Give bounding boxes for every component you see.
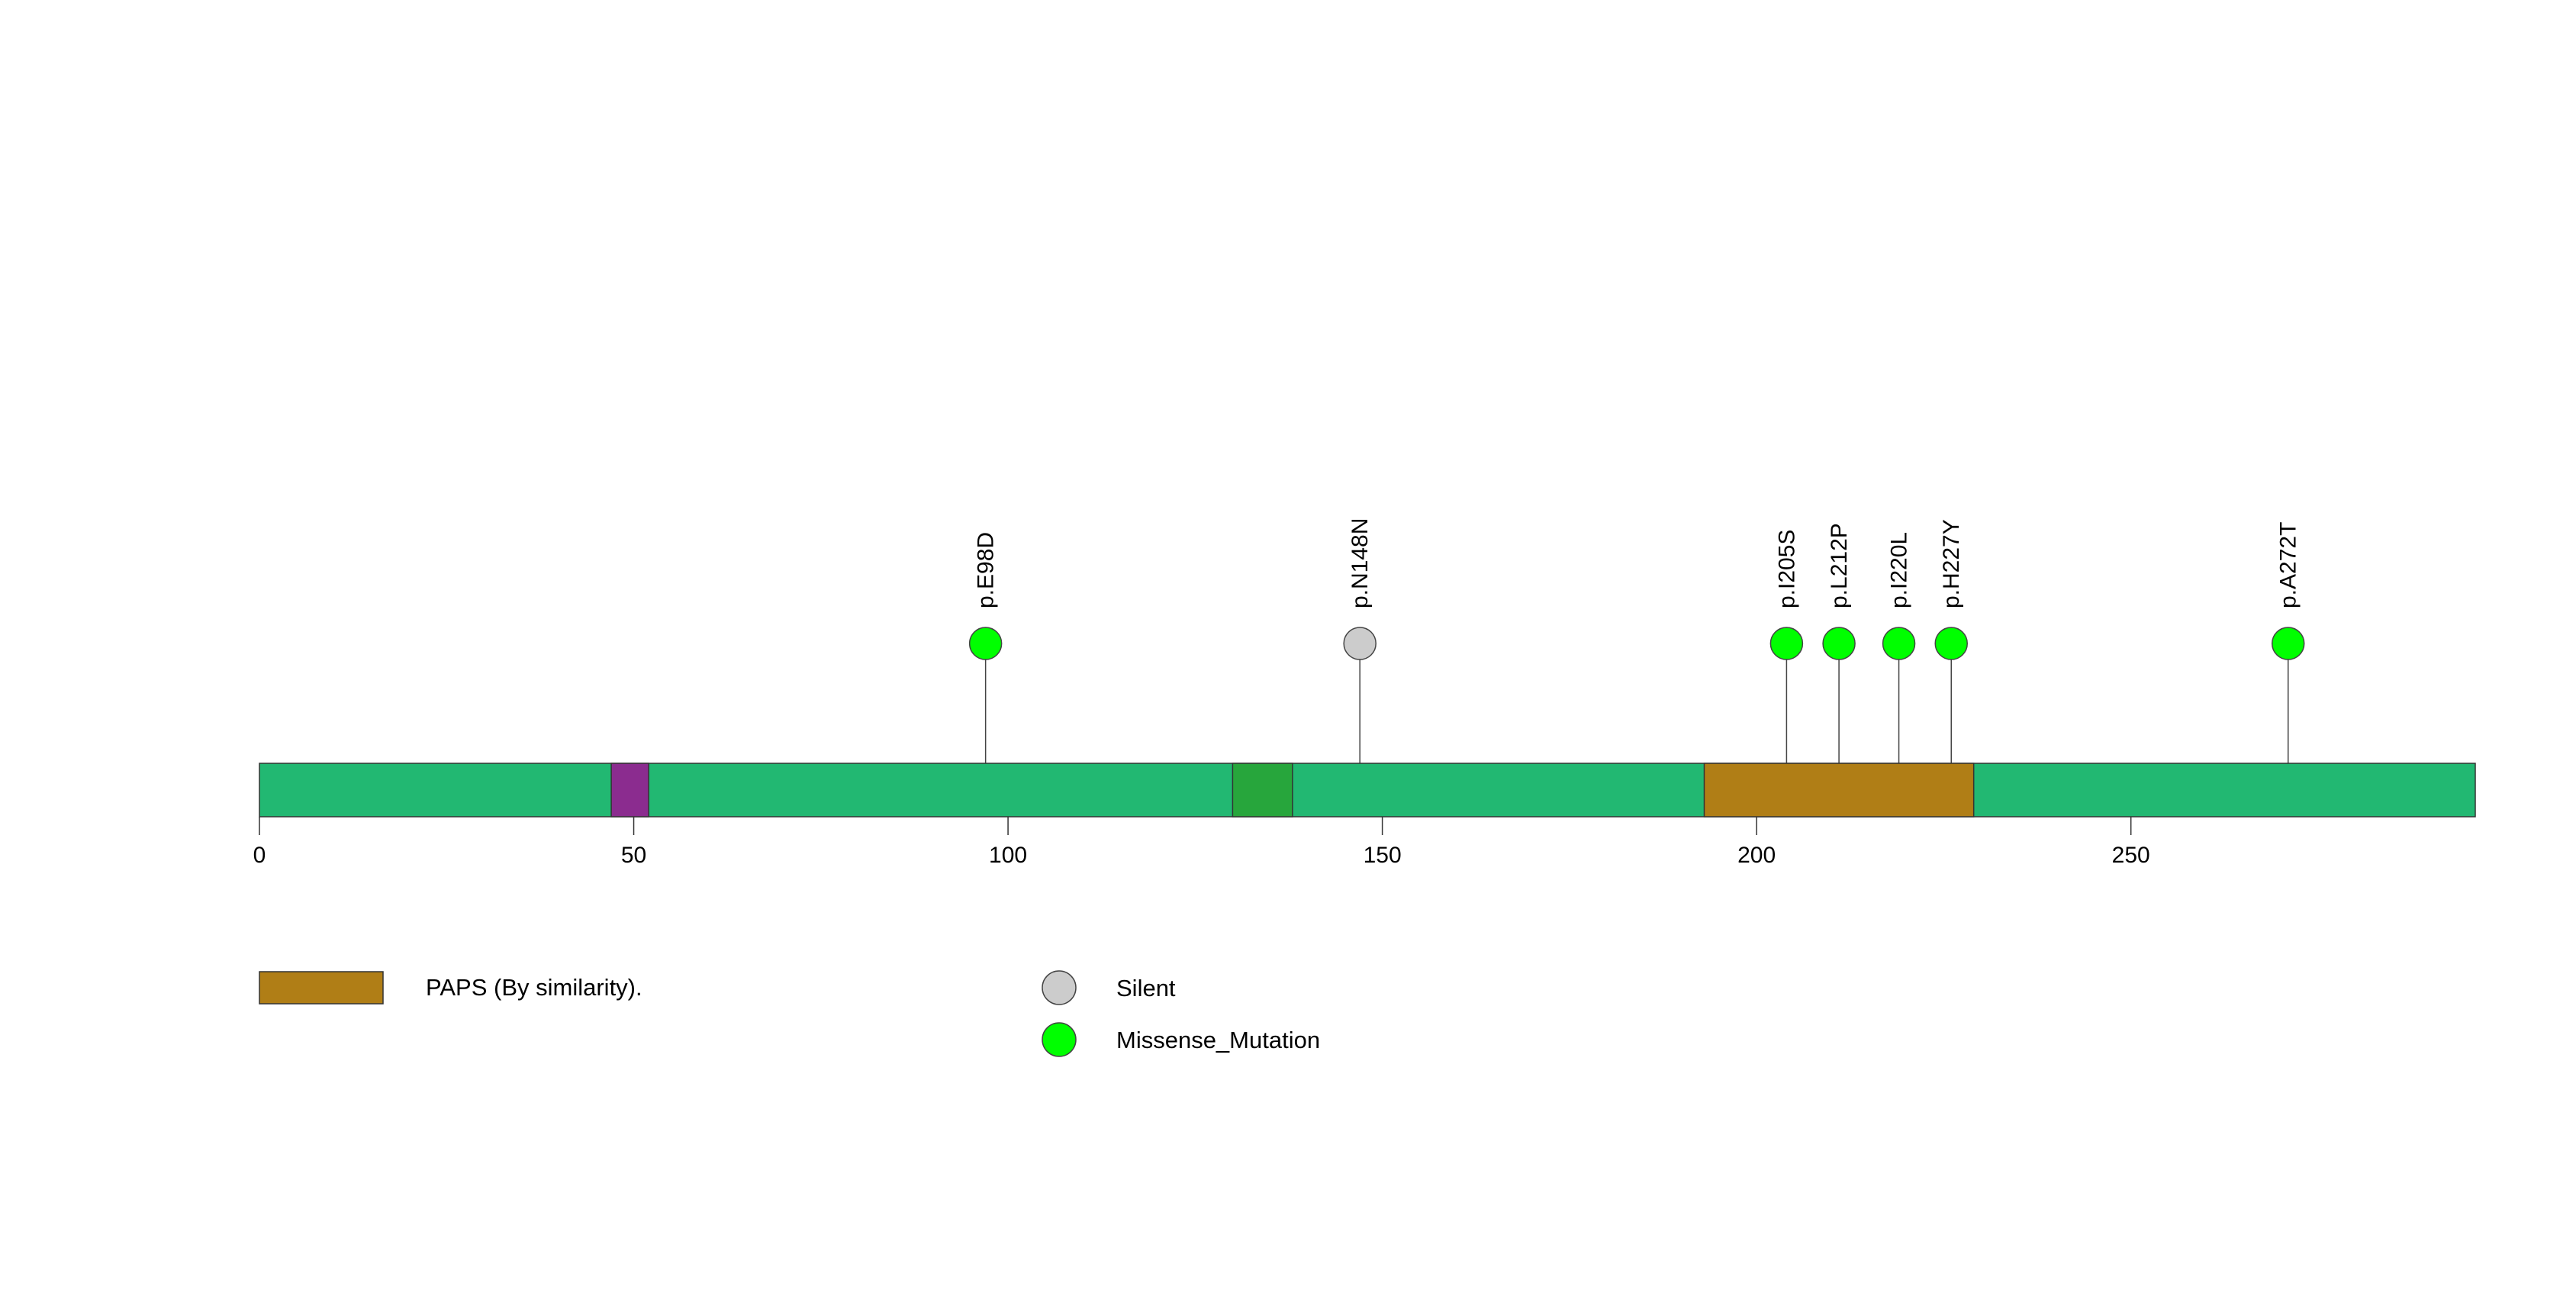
mutation-head-3	[1822, 627, 1856, 660]
mutation-label-0: p.E98D	[974, 532, 999, 608]
mutation-label-4: p.I220L	[1887, 532, 1912, 608]
mutation-label-6: p.A272T	[2276, 522, 2301, 608]
tick-label-5: 250	[2112, 843, 2150, 868]
mutation-heads	[968, 627, 2305, 660]
domain-0	[610, 763, 649, 818]
tick-label-2: 100	[989, 843, 1027, 868]
protein-backbone	[259, 763, 2476, 818]
legend-mutation-swatch-0	[1042, 970, 1077, 1005]
x-axis: 0 50 100 150 200 250	[253, 817, 2150, 868]
mutation-head-0	[968, 627, 1003, 660]
legend-mutation-swatch-1	[1042, 1022, 1077, 1057]
mutation-label-5: p.H227Y	[1939, 519, 1964, 608]
mutation-head-4	[1882, 627, 1916, 660]
mutation-label-2: p.I205S	[1774, 530, 1799, 608]
legend-mutation-label-1: Missense_Mutation	[1116, 1027, 1320, 1053]
tick-label-1: 50	[621, 843, 646, 868]
mutation-label-1: p.N148N	[1348, 518, 1373, 608]
tick-label-0: 0	[253, 843, 266, 868]
mutation-head-6	[2271, 627, 2305, 660]
protein-track	[259, 763, 2476, 818]
mutation-head-2	[1769, 627, 1804, 660]
legend: PAPS (By similarity). SilentMissense_Muta…	[259, 970, 1320, 1057]
tick-label-4: 200	[1737, 843, 1776, 868]
mutation-label-3: p.L212P	[1827, 523, 1852, 608]
tick-label-3: 150	[1364, 843, 1402, 868]
legend-domain-swatch-0	[259, 971, 384, 1005]
legend-mutation-label-0: Silent	[1116, 975, 1176, 1001]
mutation-stems	[984, 643, 2289, 817]
mutation-labels: p.E98D p.N148N p.I205S p.L212P p.I220L p.H227…	[974, 518, 2301, 608]
mutation-head-5	[1934, 627, 1968, 660]
legend-domain-label-0: PAPS (By similarity).	[426, 974, 642, 1001]
mutation-head-1	[1343, 627, 1377, 660]
domain-1	[1232, 763, 1293, 818]
domain-2	[1703, 763, 1975, 818]
